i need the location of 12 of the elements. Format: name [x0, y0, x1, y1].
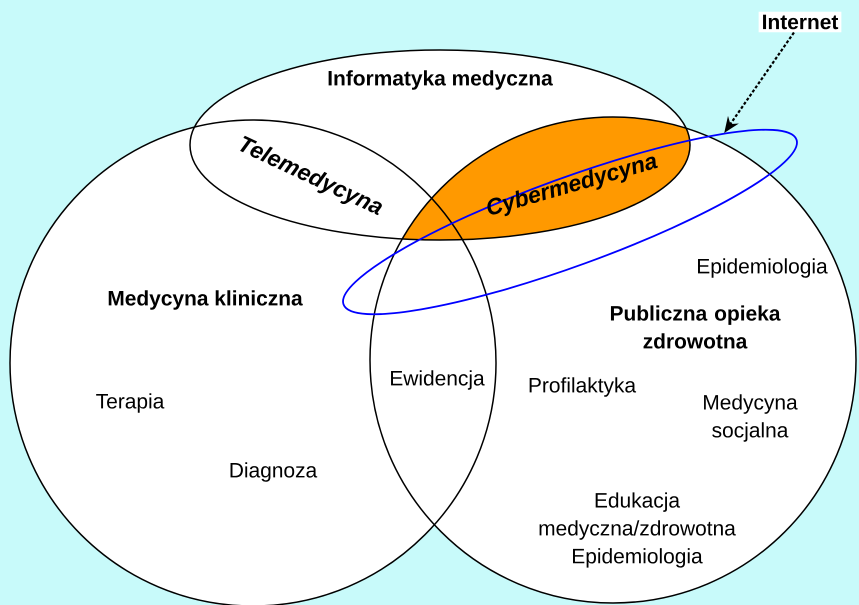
topic-label: Medycyna socjalna [704, 394, 798, 442]
callout-label: Internet [758, 12, 842, 32]
set-label: Publiczna opieka zdrowotna [610, 305, 781, 349]
topic-label: Diagnoza [230, 462, 318, 482]
set-label: Informatyka medyczna [328, 70, 553, 90]
topic-label: Terapia [96, 393, 164, 413]
topic-label: Edukacja medyczna/zdrowotna Epidemiologia [540, 492, 736, 568]
topic-label: Epidemiologia [698, 258, 828, 278]
set-label: Medycyna kliniczna [108, 290, 303, 310]
region-label: Ewidencja [391, 370, 485, 390]
ellipse-outline [189, 49, 691, 241]
topic-label: Profilaktyka [530, 377, 636, 397]
